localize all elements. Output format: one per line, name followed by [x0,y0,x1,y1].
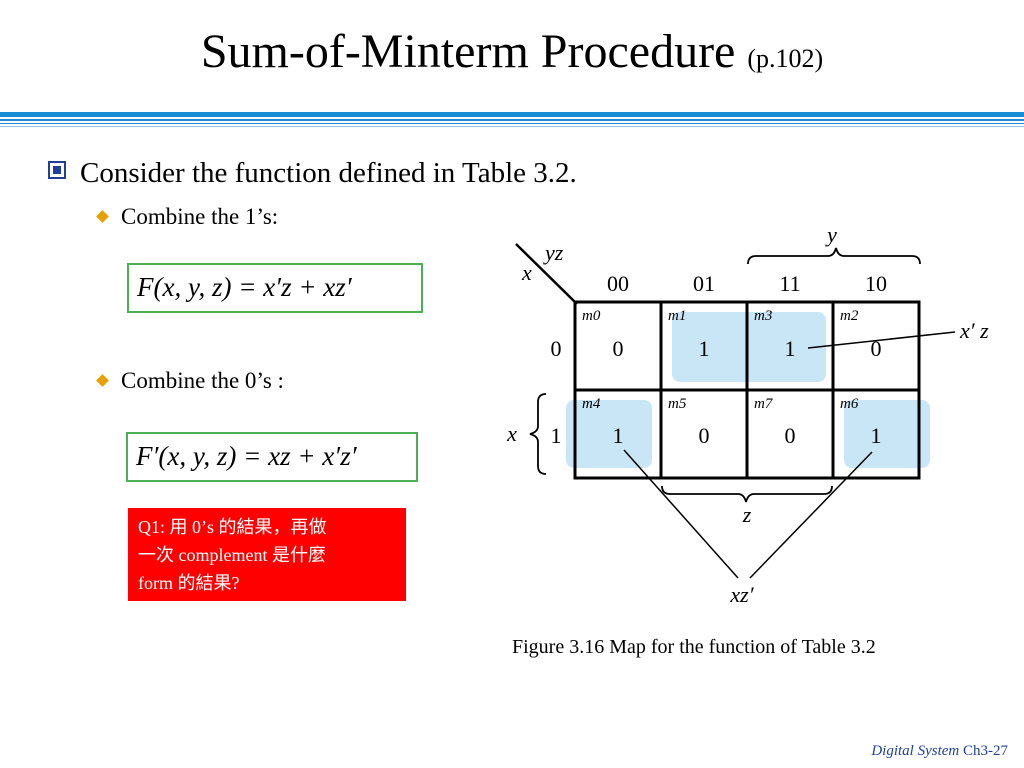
z-brace-label: z [742,502,752,527]
sub-bullet-ones: Combine the 1’s: [96,203,279,231]
slide-footer: Digital System Ch3-27 [871,742,1008,760]
footer-course: Digital System [871,743,960,759]
x-brace [529,393,547,475]
cell-value: 0 [613,336,624,361]
footer-page: Ch3-27 [963,743,1008,759]
annotation-xpz: x′ z [959,318,989,343]
question-line: form 的結果? [138,573,240,593]
title-text: Sum-of-Minterm Procedure [200,25,736,78]
minterm-label: m3 [754,308,772,324]
xzp-pointer-line-left [623,449,739,579]
equation-zeros-text: F′(x, y, z) = xz + x′z′ [136,441,357,471]
cell-value: 0 [785,423,796,448]
cell-value: 0 [699,423,710,448]
main-bullet-text: Consider the function defined in Table 3… [80,157,577,189]
minterm-label: m1 [668,308,686,324]
xpz-pointer-line [807,331,956,349]
equation-ones: F(x, y, z) = x′z + xz′ [127,263,423,313]
corner-label-yz: yz [543,240,564,265]
cell-value: 1 [613,423,624,448]
cell-value: 0 [871,336,882,361]
minterm-label: m6 [840,396,859,412]
square-bullet-icon [48,161,66,179]
main-bullet: Consider the function defined in Table 3… [48,156,577,190]
xzp-pointer-line-right [749,451,873,579]
sub-bullet-zeros-text: Combine the 0’s : [121,368,284,393]
slide-title: Sum-of-Minterm Procedure (p.102) [0,22,1024,89]
kmap-grid [573,300,921,480]
col-header: 11 [779,271,800,296]
minterm-label: m0 [582,308,601,324]
question-line: Q1: 用 0’s 的結果，再做 [138,517,327,537]
cell-value: 1 [699,336,710,361]
corner-diagonal [515,243,578,305]
annotation-xzp: xz′ [729,582,754,607]
row-header: 1 [551,423,562,448]
row-header: 0 [551,336,562,361]
col-header: 00 [607,271,629,296]
minterm-label: m5 [668,396,687,412]
equation-zeros: F′(x, y, z) = xz + x′z′ [126,432,418,482]
sub-bullet-zeros: Combine the 0’s : [96,367,284,395]
col-header: 10 [865,271,887,296]
group-xzp-highlight-left [566,400,652,468]
y-brace-label: y [825,222,837,247]
corner-label-x: x [521,260,532,285]
minterm-label: m2 [840,308,859,324]
figure-caption: Figure 3.16 Map for the function of Tabl… [512,636,876,658]
minterm-label: m4 [582,396,601,412]
x-brace-label: x [506,421,517,446]
group-xzp-highlight-right [844,400,930,468]
col-header: 01 [693,271,715,296]
equation-ones-text: F(x, y, z) = x′z + xz′ [137,272,352,302]
question-box: Q1: 用 0’s 的結果，再做 一次 complement 是什麼 form … [128,508,406,601]
title-page-ref: (p.102) [747,44,824,73]
sub-bullet-ones-text: Combine the 1’s: [121,204,279,229]
y-brace [747,247,921,265]
minterm-label: m7 [754,396,774,412]
question-line: 一次 complement 是什麼 [138,545,326,565]
cell-value: 1 [785,336,796,361]
group-xpz-highlight [672,312,826,382]
cell-value: 1 [871,423,882,448]
z-brace [661,485,833,503]
